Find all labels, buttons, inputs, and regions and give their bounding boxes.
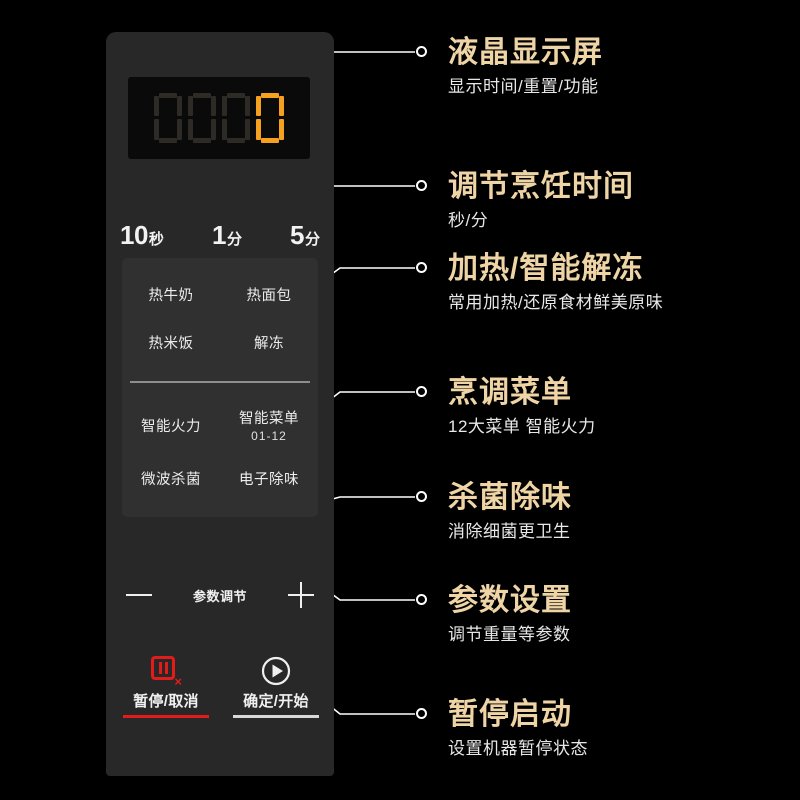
- callout-parameter-settings: 参数设置 调节重量等参数: [448, 584, 572, 646]
- callout-dot-6: [416, 594, 427, 605]
- callout-dot-3: [416, 262, 427, 273]
- callout-pause-start-title: 暂停启动: [448, 698, 572, 731]
- callout-dot-2: [416, 180, 427, 191]
- button-hot-bread-label: 热面包: [246, 287, 292, 304]
- callout-dot-1: [416, 46, 427, 57]
- button-microwave-sterilize-label: 微波杀菌: [141, 471, 201, 488]
- button-smart-menu-range: 01-12: [251, 429, 287, 444]
- callout-dot-7: [416, 708, 427, 719]
- time-button-5min-unit: 分: [304, 231, 320, 248]
- lcd-digit-group: [128, 77, 310, 159]
- pause-cancel-button[interactable]: × 暂停/取消: [116, 656, 216, 718]
- button-electronic-deodorize[interactable]: 电子除味: [220, 456, 318, 504]
- action-button-row: × 暂停/取消 确定/开始: [116, 656, 326, 718]
- lcd-display: [128, 77, 310, 159]
- parameter-adjust-row: 参数调节: [126, 580, 314, 610]
- callout-cooking-time-title: 调节烹饪时间: [448, 170, 634, 203]
- button-defrost[interactable]: 解冻: [220, 320, 318, 368]
- function-block-divider: [130, 381, 310, 383]
- menu-button-grid: 智能火力 智能菜单 01-12 微波杀菌 电子除味: [122, 398, 318, 504]
- callout-cooking-time-sub: 秒/分: [448, 211, 489, 230]
- lcd-digit-3: [222, 93, 250, 143]
- callout-cooking-time: 调节烹饪时间 秒/分: [448, 170, 634, 232]
- time-button-10s[interactable]: 10 秒: [120, 220, 164, 251]
- button-smart-power-label: 智能火力: [141, 418, 201, 435]
- quick-time-button-row: 10 秒 1 分 5 分: [120, 220, 320, 251]
- play-start-icon: [261, 656, 291, 686]
- lcd-digit-2: [188, 93, 216, 143]
- pause-cancel-label: 暂停/取消: [133, 693, 199, 710]
- button-microwave-sterilize[interactable]: 微波杀菌: [122, 456, 220, 504]
- callout-sterilize-deodorize-title: 杀菌除味: [448, 481, 572, 514]
- callout-pause-start-sub: 设置机器暂停状态: [448, 739, 588, 758]
- confirm-start-label: 确定/开始: [243, 693, 309, 710]
- lcd-digit-1: [154, 93, 182, 143]
- callout-heating-defrost-title: 加热/智能解冻: [448, 252, 644, 285]
- time-button-5min[interactable]: 5 分: [290, 220, 320, 251]
- callout-cooking-menu: 烹调菜单 12大菜单 智能火力: [448, 376, 596, 438]
- callout-cooking-menu-title: 烹调菜单: [448, 376, 572, 409]
- callout-heating-defrost: 加热/智能解冻 常用加热/还原食材鲜美原味: [448, 252, 663, 314]
- button-smart-menu[interactable]: 智能菜单 01-12: [220, 398, 318, 456]
- callout-sterilize-deodorize-sub: 消除细菌更卫生: [448, 522, 571, 541]
- button-hot-milk-label: 热牛奶: [148, 287, 194, 304]
- pause-cancel-underline: [123, 715, 209, 718]
- callout-cooking-menu-sub: 12大菜单 智能火力: [448, 417, 596, 436]
- button-smart-menu-label: 智能菜单: [239, 410, 299, 427]
- button-hot-bread[interactable]: 热面包: [220, 272, 318, 320]
- button-hot-rice[interactable]: 热米饭: [122, 320, 220, 368]
- function-button-block: 热牛奶 热面包 热米饭 解冻 智能火力 智能菜单 01-12 微波杀菌: [122, 258, 318, 517]
- callout-dot-5: [416, 491, 427, 502]
- confirm-start-underline: [233, 715, 319, 718]
- time-button-10s-number: 10: [120, 220, 148, 250]
- time-button-5min-number: 5: [290, 220, 304, 250]
- button-hot-milk[interactable]: 热牛奶: [122, 272, 220, 320]
- lcd-digit-4: [256, 93, 284, 143]
- confirm-start-button[interactable]: 确定/开始: [226, 656, 326, 718]
- callout-dot-4: [416, 386, 427, 397]
- pause-cancel-icon: ×: [151, 656, 182, 688]
- time-button-1min-number: 1: [211, 220, 226, 250]
- minus-icon[interactable]: [126, 594, 152, 596]
- button-electronic-deodorize-label: 电子除味: [239, 471, 299, 488]
- button-defrost-label: 解冻: [254, 335, 284, 352]
- time-button-10s-unit: 秒: [148, 231, 164, 248]
- callout-sterilize-deodorize: 杀菌除味 消除细菌更卫生: [448, 481, 572, 543]
- microwave-control-panel: 10 秒 1 分 5 分 热牛奶 热面包 热米饭 解冻: [106, 32, 334, 776]
- callout-parameter-settings-title: 参数设置: [448, 584, 572, 617]
- callout-lcd-display-sub: 显示时间/重置/功能: [448, 77, 599, 96]
- button-smart-power[interactable]: 智能火力: [122, 398, 220, 456]
- callout-lcd-display-title: 液晶显示屏: [448, 36, 603, 69]
- callout-parameter-settings-sub: 调节重量等参数: [448, 625, 571, 644]
- time-button-1min[interactable]: 1 分: [212, 220, 242, 251]
- parameter-adjust-label: 参数调节: [192, 588, 247, 604]
- plus-icon[interactable]: [287, 582, 314, 608]
- callout-pause-start: 暂停启动 设置机器暂停状态: [448, 698, 588, 760]
- callout-lcd-display: 液晶显示屏 显示时间/重置/功能: [448, 36, 603, 98]
- heating-button-grid: 热牛奶 热面包 热米饭 解冻: [122, 272, 318, 368]
- button-hot-rice-label: 热米饭: [148, 335, 194, 352]
- time-button-1min-unit: 分: [226, 231, 242, 248]
- callout-heating-defrost-sub: 常用加热/还原食材鲜美原味: [448, 293, 664, 312]
